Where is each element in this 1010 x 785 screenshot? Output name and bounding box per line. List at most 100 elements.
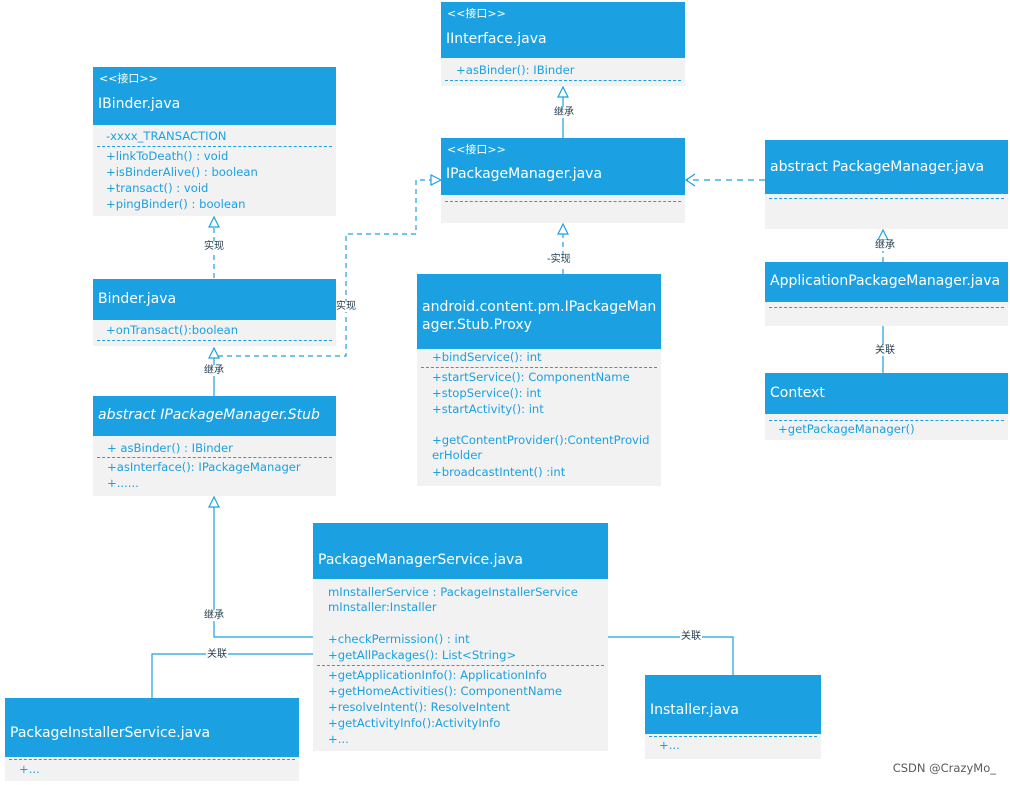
label-inherit-ipm: 继承: [553, 107, 575, 118]
class-body: -xxxx_TRANSACTION +linkToDeath() : void …: [93, 125, 336, 216]
member-line: +...: [659, 738, 680, 752]
label-inherit-stub: 继承: [203, 365, 225, 376]
method-line: +...: [328, 732, 349, 746]
class-title: android.content.pm.IPackageManager.Stub.…: [422, 299, 657, 333]
member-divider: [445, 201, 681, 202]
class-header: abstract IPackageManager.Stub: [93, 396, 336, 436]
triangle-head-icon: [557, 85, 569, 98]
class-title: ApplicationPackageManager.java: [770, 273, 1001, 289]
class-ibinder: <<接口>> IBinder.java -xxxx_TRANSACTION +l…: [93, 67, 336, 216]
triangle-head-icon: [557, 222, 569, 235]
label-assoc-context: 关联: [874, 345, 896, 356]
field-line: mInstallerService : PackageInstallerServ…: [328, 585, 578, 599]
class-header: Installer.java: [645, 675, 821, 734]
class-abstract-packagemanager: abstract PackageManager.java: [765, 140, 1008, 229]
member-line: +...: [19, 762, 40, 776]
field-line: +getAllPackages(): List<String>: [328, 648, 517, 662]
class-title: IBinder.java: [98, 96, 181, 112]
edge-pms-installer: [608, 636, 734, 675]
class-body: +asBinder(): IBinder: [441, 58, 685, 86]
method-line: +getApplicationInfo(): ApplicationInfo: [328, 668, 547, 682]
class-header: Binder.java: [93, 279, 336, 320]
field-line: mInstaller:Installer: [328, 600, 437, 614]
triangle-head-icon: [430, 174, 443, 186]
class-header: <<接口>> IInterface.java: [441, 2, 685, 58]
member-divider: [769, 198, 1004, 199]
class-body: +...: [5, 757, 299, 781]
class-iinterface: <<接口>> IInterface.java +asBinder(): IBin…: [441, 2, 685, 86]
class-body: +getPackageManager(): [765, 414, 1008, 440]
edge-pms-stub: [213, 507, 313, 638]
class-installer: Installer.java +...: [645, 675, 821, 759]
method-line: +getContentProvider():ContentProviderHol…: [432, 433, 650, 462]
field-line: +bindService(): int: [432, 350, 542, 364]
class-header: abstract PackageManager.java: [765, 140, 1008, 194]
stereotype-label: <<接口>>: [447, 143, 506, 156]
method-line: +getActivityInfo():ActivityInfo: [328, 716, 501, 730]
method-line: +asInterface(): IPackageManager: [107, 460, 301, 474]
stereotype-label: <<接口>>: [447, 7, 506, 20]
class-context: Context +getPackageManager(): [765, 373, 1008, 440]
class-body: + asBinder() : IBinder +asInterface(): I…: [93, 436, 336, 496]
member-divider: [97, 146, 332, 147]
label-implement-binder-ibinder: 实现: [203, 241, 225, 252]
class-title: Context: [770, 385, 825, 401]
class-ipackagemanager: <<接口>> IPackageManager.java: [441, 138, 685, 223]
method-line: +pingBinder() : boolean: [106, 197, 246, 211]
class-packagemanagerservice: PackageManagerService.java mInstallerSer…: [313, 523, 608, 751]
member-divider: [421, 367, 657, 368]
member-divider: [769, 420, 1004, 421]
class-title: Binder.java: [98, 291, 177, 307]
method-line: +startActivity(): int: [432, 402, 544, 416]
class-body: [441, 195, 685, 223]
class-title: PackageInstallerService.java: [10, 725, 211, 741]
class-title: IPackageManager.java: [446, 166, 603, 182]
method-line: +isBinderAlive() : boolean: [106, 165, 258, 179]
field-line: + asBinder() : IBinder: [107, 441, 233, 455]
label-assoc-pis: 关联: [206, 649, 228, 660]
class-body: [765, 194, 1008, 229]
open-arrow-icon: [684, 173, 696, 187]
watermark-text: CSDN @CrazyMo_: [892, 761, 996, 775]
label-inherit-pms: 继承: [203, 610, 225, 621]
field-line: +checkPermission() : int: [328, 632, 470, 646]
member-divider: [97, 457, 332, 458]
class-title: PackageManagerService.java: [318, 552, 523, 568]
class-header: PackageManagerService.java: [313, 523, 608, 579]
class-body: [765, 302, 1008, 326]
method-line: +linkToDeath() : void: [106, 149, 229, 163]
class-body: mInstallerService : PackageInstallerServ…: [313, 579, 608, 751]
method-line: +stopService(): int: [432, 386, 542, 400]
member-divider: [445, 80, 681, 81]
class-title: IInterface.java: [446, 31, 547, 47]
class-applicationpackagemanager: ApplicationPackageManager.java: [765, 262, 1008, 326]
member-line: +getPackageManager(): [778, 422, 915, 436]
class-binder: Binder.java +onTransact():boolean: [93, 279, 336, 346]
class-body: +bindService(): int +startService(): Com…: [417, 349, 661, 486]
triangle-head-icon: [208, 215, 220, 228]
class-header: android.content.pm.IPackageManager.Stub.…: [417, 274, 661, 349]
label-assoc-installer: 关联: [680, 631, 702, 642]
class-header: Context: [765, 373, 1008, 414]
class-header: ApplicationPackageManager.java: [765, 262, 1008, 302]
member-divider: [649, 736, 817, 737]
member-divider: [769, 307, 1004, 308]
method-line: +getHomeActivities(): ComponentName: [328, 684, 563, 698]
field-line: -xxxx_TRANSACTION: [106, 129, 227, 143]
class-body: +...: [645, 734, 821, 759]
method-line: +resolveIntent(): ResolveIntent: [328, 700, 511, 714]
class-title: abstract IPackageManager.Stub: [98, 407, 320, 423]
class-body: +onTransact():boolean: [93, 320, 336, 346]
member-divider: [9, 759, 295, 760]
class-title: Installer.java: [650, 702, 740, 718]
class-ipackagemanager-stub: abstract IPackageManager.Stub + asBinder…: [93, 396, 336, 496]
triangle-head-icon: [208, 495, 220, 508]
class-packageinstallerservice: PackageInstallerService.java +...: [5, 698, 299, 781]
class-title: abstract PackageManager.java: [770, 159, 985, 175]
member-divider: [317, 665, 604, 666]
class-header: PackageInstallerService.java: [5, 698, 299, 757]
method-line: +broadcastIntent() :int: [432, 465, 566, 479]
class-header: <<接口>> IBinder.java: [93, 67, 336, 125]
label-implement-binder-ipm: 实现: [335, 301, 357, 312]
class-header: <<接口>> IPackageManager.java: [441, 138, 685, 195]
